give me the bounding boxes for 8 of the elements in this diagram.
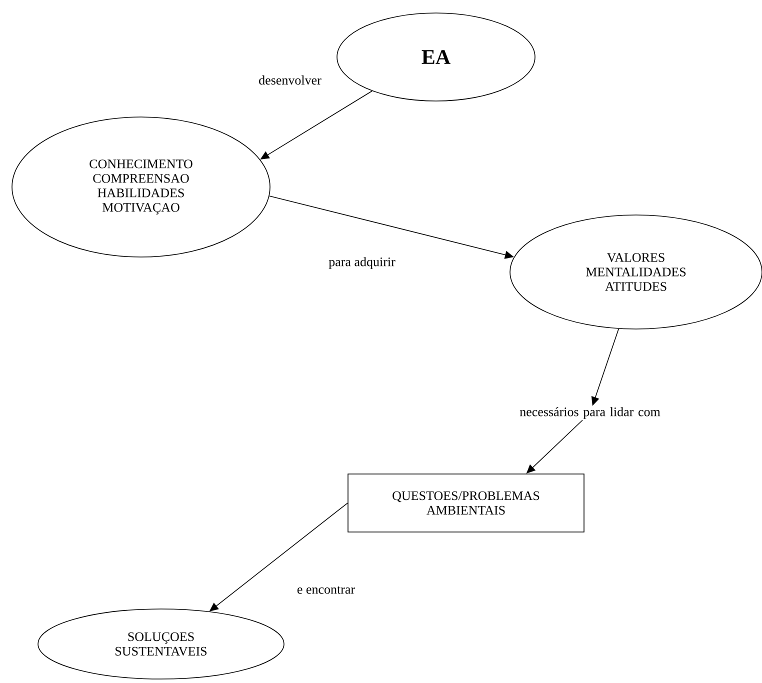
ellipse-node: SOLUÇOES SUSTENTAVEIS (38, 608, 284, 680)
ellipse-node: EA (336, 12, 536, 102)
process-box: QUESTOES/PROBLEMAS AMBIENTAIS (348, 474, 584, 532)
edge-label: desenvolver (258, 74, 322, 86)
edge-label: e encontrar (296, 585, 356, 595)
link-text: necessários para lidar com (520, 407, 660, 419)
edge-label: para adquirir (328, 256, 396, 270)
ellipse-node: CONHECIMENTO COMPREENSAO HABILIDADES MOTIVAÇAO (12, 116, 270, 258)
